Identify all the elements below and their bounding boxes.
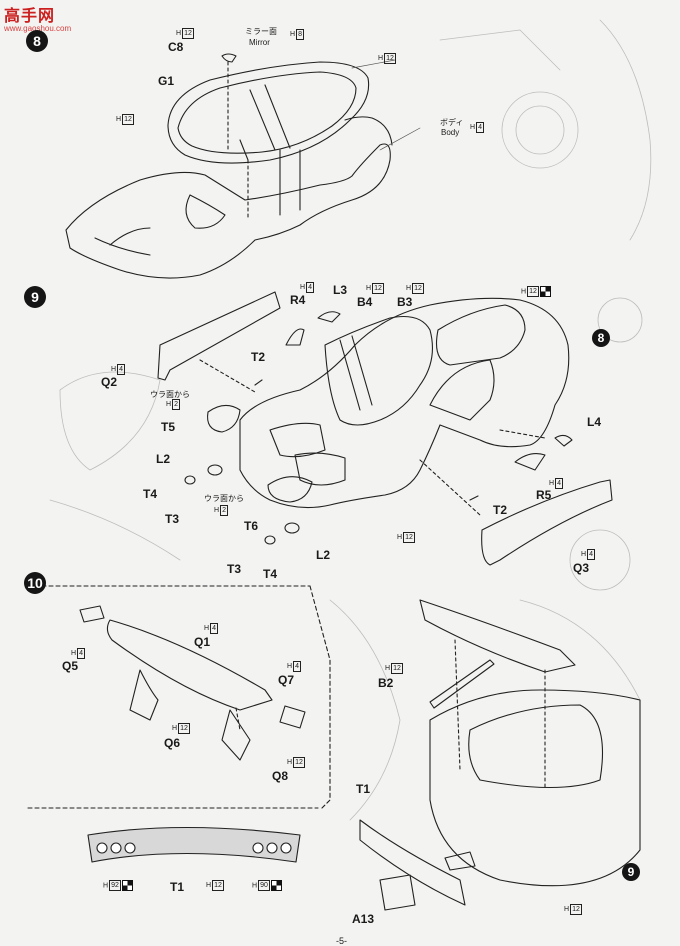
background-ghost-art bbox=[49, 19, 652, 821]
part-t3-label-left: T3 bbox=[165, 512, 180, 526]
part-a13-label: A13 bbox=[352, 912, 375, 926]
part-t6-label: T6 bbox=[244, 519, 259, 533]
part-t2-label-left: T2 bbox=[251, 350, 266, 364]
body-callout-jp: ボディ bbox=[440, 118, 464, 127]
part-c8-label: C8 bbox=[168, 40, 184, 54]
part-q1-label: Q1 bbox=[194, 635, 211, 649]
part-q6-label: Q6 bbox=[164, 736, 181, 750]
watermark-logo: 高手网 www.gaoshou.com bbox=[4, 2, 71, 33]
part-q2-label: Q2 bbox=[101, 375, 118, 389]
watermark-name: 高手网 bbox=[4, 8, 56, 25]
part-q5-label: Q5 bbox=[62, 659, 79, 673]
page-number: -5- bbox=[336, 936, 347, 946]
part-g1-label: G1 bbox=[158, 74, 175, 88]
part-t2-label-right: T2 bbox=[493, 503, 508, 517]
mirror-callout-en: Mirror bbox=[249, 38, 270, 47]
watermark-url: www.gaoshou.com bbox=[4, 24, 72, 33]
step-10-badge: 10 bbox=[24, 572, 46, 594]
part-l2-label-left: L2 bbox=[156, 452, 171, 466]
part-t4-label-right: T4 bbox=[263, 567, 278, 581]
part-t1-label-rear: T1 bbox=[356, 782, 371, 796]
step-8-reference-badge: 8 bbox=[592, 329, 610, 347]
part-b3-label: B3 bbox=[397, 295, 413, 309]
step10-drawing bbox=[27, 585, 641, 911]
part-t4-label-left: T4 bbox=[143, 487, 158, 501]
ura-callout-t5: ウラ面から bbox=[150, 390, 190, 399]
step9-drawing bbox=[157, 291, 613, 566]
step8-drawing bbox=[65, 53, 421, 279]
part-b2-label: B2 bbox=[378, 676, 394, 690]
part-t3-label-right: T3 bbox=[227, 562, 242, 576]
ura-callout-t6: ウラ面から bbox=[204, 494, 244, 503]
step-9-badge: 9 bbox=[24, 286, 46, 308]
step-9-reference-badge: 9 bbox=[622, 863, 640, 881]
part-r5-label: R5 bbox=[536, 488, 552, 502]
part-q8-label: Q8 bbox=[272, 769, 289, 783]
part-l2-label-right: L2 bbox=[316, 548, 331, 562]
part-l3-label: L3 bbox=[333, 283, 348, 297]
mirror-callout-jp: ミラー面 bbox=[245, 27, 277, 36]
part-t1-label-panel: T1 bbox=[170, 880, 185, 894]
part-l4-label: L4 bbox=[587, 415, 602, 429]
part-q7-label: Q7 bbox=[278, 673, 295, 687]
part-t5-label: T5 bbox=[161, 420, 176, 434]
step-8-badge: 8 bbox=[26, 30, 48, 52]
part-b4-label: B4 bbox=[357, 295, 373, 309]
part-q3-label: Q3 bbox=[573, 561, 590, 575]
body-callout-en: Body bbox=[441, 128, 460, 137]
part-r4-label: R4 bbox=[290, 293, 306, 307]
